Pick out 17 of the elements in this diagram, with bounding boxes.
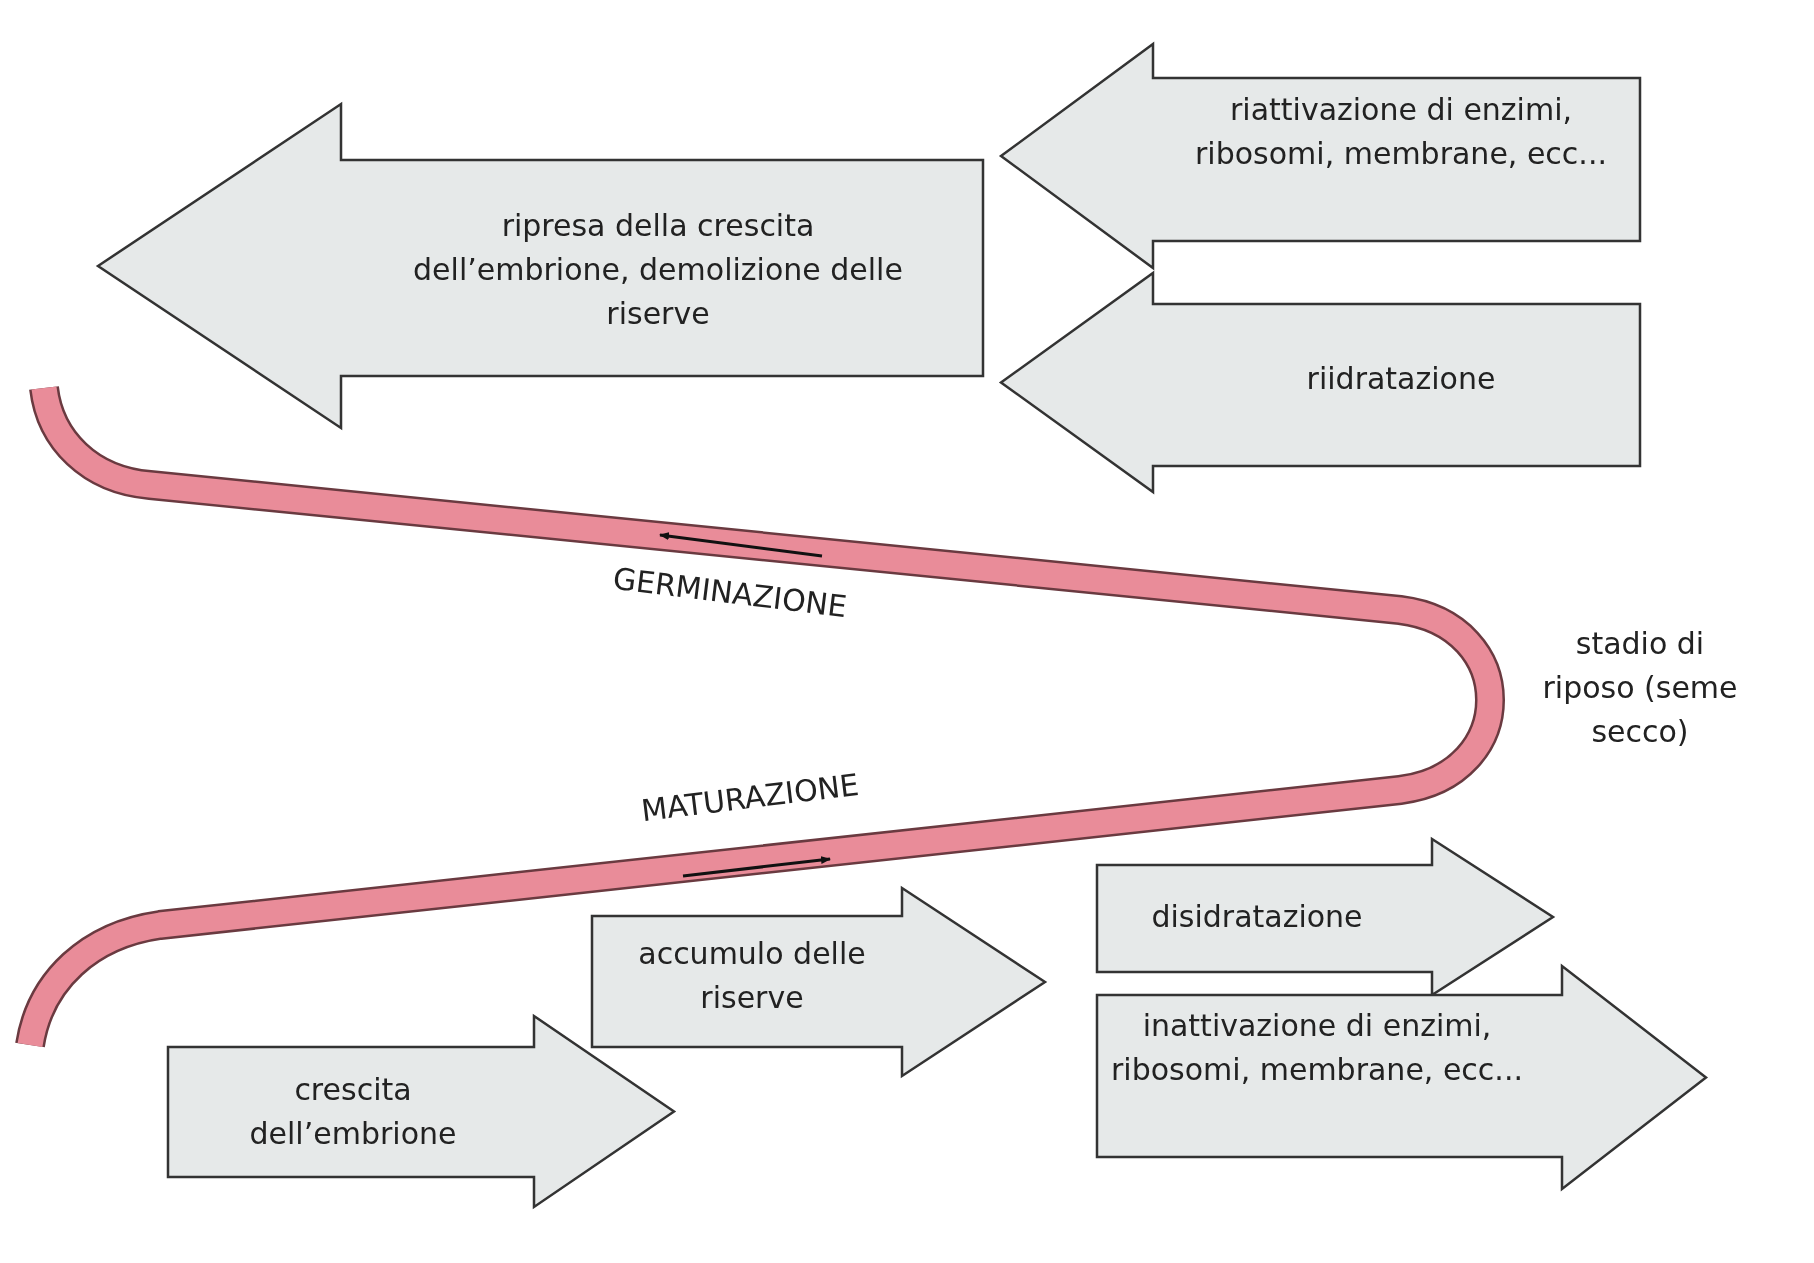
arrow-text: inattivazione di enzimi, ribosomi, membrane, ecc... bbox=[1110, 1007, 1524, 1089]
arrow-text: accumulo delle riserve bbox=[637, 935, 867, 1017]
arrow-shape bbox=[1001, 44, 1640, 268]
arrow-shape bbox=[1097, 839, 1553, 995]
arrow-shape bbox=[168, 1016, 674, 1207]
stage-label: GERMINAZIONE bbox=[610, 559, 850, 627]
arrow-text: ripresa della crescita dell’embrione, demolizione delle riserve bbox=[412, 207, 904, 333]
arrow-shape bbox=[98, 104, 983, 428]
arrow-shape bbox=[1097, 966, 1706, 1189]
arrow-shape bbox=[592, 888, 1045, 1076]
arrow-shape bbox=[1001, 273, 1640, 492]
arrow-text: crescita dell’embrione bbox=[248, 1071, 458, 1153]
arrow-text: disidratazione bbox=[1150, 898, 1364, 936]
arrow-text: riidratazione bbox=[1305, 360, 1497, 398]
stage-label: MATURAZIONE bbox=[638, 765, 862, 831]
stage-label: stadio di riposo (seme secco) bbox=[1541, 625, 1739, 751]
arrow-text: riattivazione di enzimi, ribosomi, membrane, ecc... bbox=[1194, 91, 1608, 173]
